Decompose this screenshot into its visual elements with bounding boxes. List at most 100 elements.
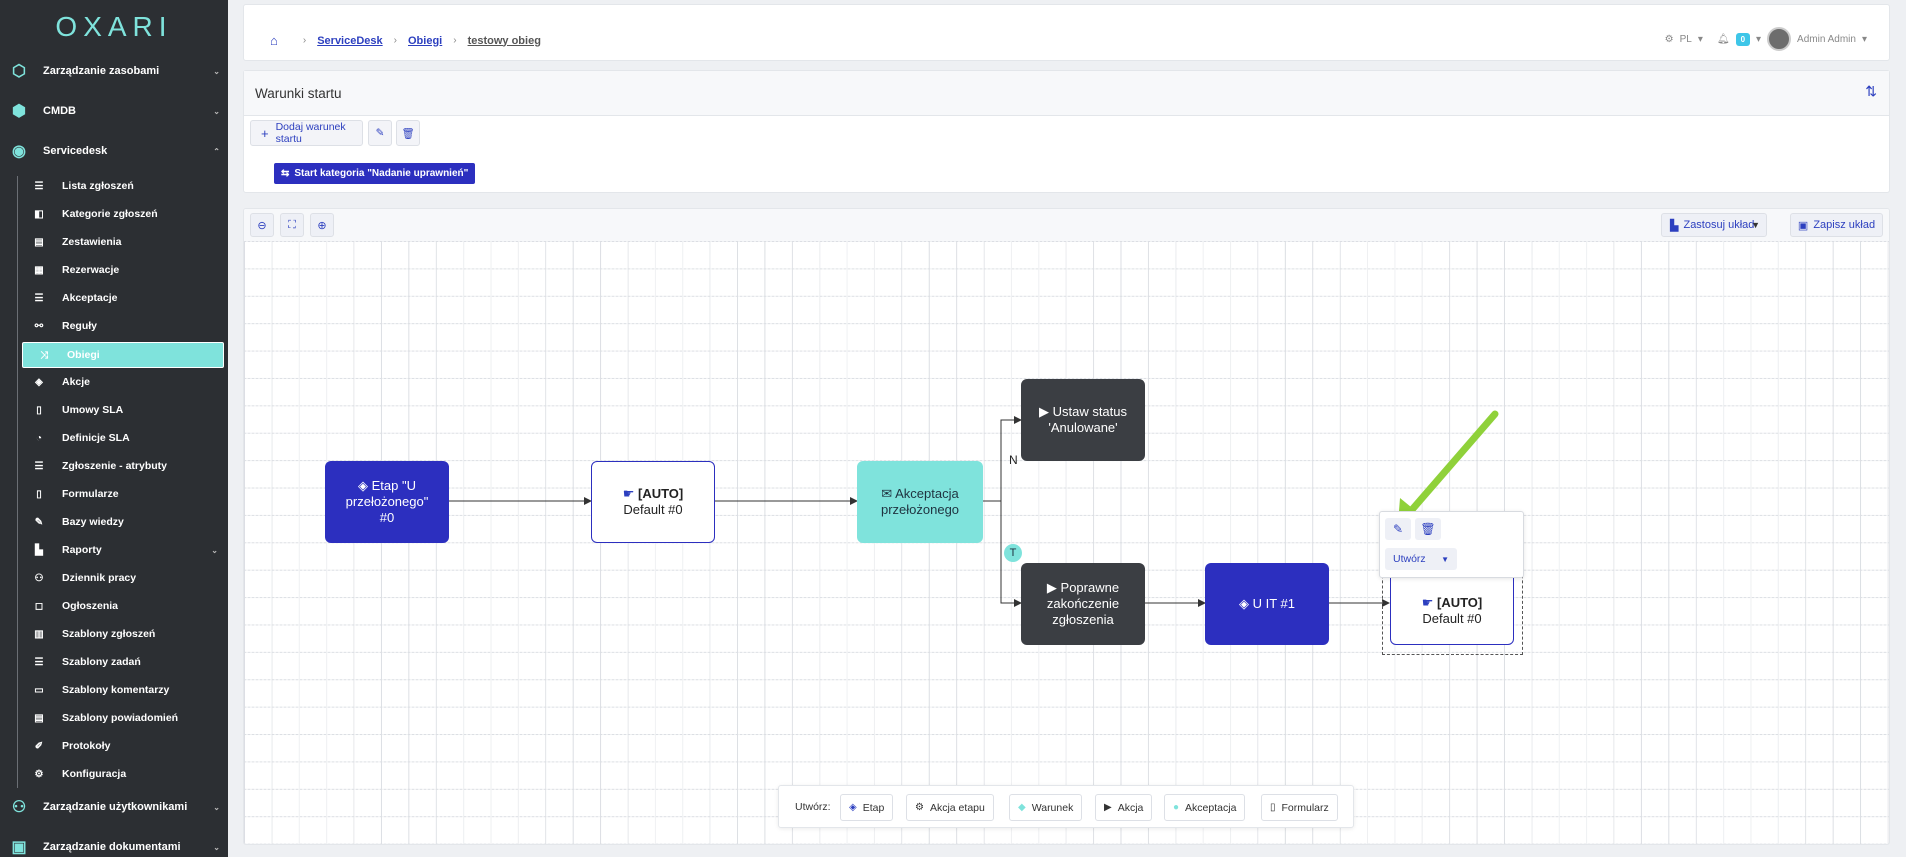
node-label: Ustaw status xyxy=(1052,403,1128,419)
sidebar-item-szablony-zadan[interactable]: ☰Szablony zadań xyxy=(22,650,224,674)
sidebar-item-umowy-sla[interactable]: ▯Umowy SLA xyxy=(22,398,224,422)
create-form-button[interactable]: ▯Formularz xyxy=(1261,794,1338,821)
sidebar-item-lista-zgloszen[interactable]: ☰Lista zgłoszeń xyxy=(22,174,224,198)
sidebar-item-szablony-powiadomien[interactable]: ▤Szablony powiadomień xyxy=(22,706,224,730)
sidebar-item-kategorie[interactable]: ◧Kategorie zgłoszeń xyxy=(22,202,224,226)
node-stage-przelozonego[interactable]: ◈ Etap "U przełożonego" #0 xyxy=(325,461,449,543)
document-icon: ▯ xyxy=(1270,802,1276,813)
button-label: Akcja etapu xyxy=(929,801,985,814)
templates-icon: ▥ xyxy=(34,628,44,640)
delete-condition-button[interactable]: 🗑︎ xyxy=(396,120,420,146)
create-stage-button[interactable]: ◈Etap xyxy=(840,794,894,821)
breadcrumb: ⌂ › ServiceDesk › Obiegi › testowy obieg xyxy=(270,33,541,48)
sidebar-item-reguly[interactable]: ⚯Reguły xyxy=(22,314,224,338)
stopwatch-icon: ◔ xyxy=(35,432,43,444)
chevron-down-icon[interactable]: ▾ xyxy=(1697,33,1703,45)
language-select[interactable]: PL xyxy=(1679,33,1692,45)
sidebar-item-dziennik[interactable]: ⚇Dziennik pracy xyxy=(22,566,224,590)
trash-icon: 🗑︎ xyxy=(401,127,415,140)
create-stage-action-button[interactable]: ⚙Akcja etapu xyxy=(906,794,994,821)
button-label: Zapisz układ xyxy=(1813,219,1876,231)
canvas-grid[interactable] xyxy=(244,241,1889,844)
sidebar-item-obiegi[interactable]: ⤨Obiegi xyxy=(22,342,224,368)
fit-screen-button[interactable]: ⛶ xyxy=(280,213,304,237)
chevron-down-icon[interactable]: ▾ xyxy=(1756,33,1762,45)
node-action-poprawne-zakonczenie[interactable]: ▶ Poprawne zakończenie zgłoszenia xyxy=(1021,563,1145,645)
sidebar-item-akcje[interactable]: ◈Akcje xyxy=(22,370,224,394)
sidebar-item-definicje-sla[interactable]: ◔Definicje SLA xyxy=(22,426,224,450)
sidebar-section-label: Servicedesk xyxy=(43,145,108,157)
plus-icon: + xyxy=(261,125,269,141)
sidebar-item-szablony-komentarzy[interactable]: ▭Szablony komentarzy xyxy=(22,678,224,702)
create-acceptance-button[interactable]: ●Akceptacja xyxy=(1164,794,1246,821)
create-action-button[interactable]: ▶Akcja xyxy=(1095,794,1153,821)
sidebar-section-servicedesk[interactable]: ◉ Servicedesk ⌃ xyxy=(0,137,228,165)
create-condition-button[interactable]: ◆Warunek xyxy=(1009,794,1083,821)
node-label: przełożonego xyxy=(880,502,960,517)
notification-count[interactable]: 0 xyxy=(1735,32,1751,46)
sidebar-item-label: Akceptacje xyxy=(62,292,118,304)
sidebar-item-protokoly[interactable]: ✐Protokoły xyxy=(22,734,224,758)
sidebar-item-konfiguracja[interactable]: ⚙Konfiguracja xyxy=(22,762,224,786)
bell-icon[interactable]: 🔔︎ xyxy=(1716,33,1730,45)
layers-icon: ◈ xyxy=(358,477,368,493)
sidebar-item-label: Akcje xyxy=(62,376,91,388)
breadcrumb-obiegi[interactable]: Obiegi xyxy=(408,34,443,47)
user-name[interactable]: Admin Admin xyxy=(1797,33,1856,45)
zoom-out-button[interactable]: ⊖ xyxy=(250,213,274,237)
zoom-in-icon: ⊕ xyxy=(317,219,327,232)
sidebar-item-bazy-wiedzy[interactable]: ✎Bazy wiedzy xyxy=(22,510,224,534)
comment-icon: ● xyxy=(1173,802,1180,813)
sidebar-item-label: Szablony zgłoszeń xyxy=(62,628,156,640)
sidebar-item-label: Konfiguracja xyxy=(62,768,127,780)
form-icon: ▯ xyxy=(36,488,42,500)
add-start-condition-button[interactable]: + Dodaj warunek startu xyxy=(250,120,363,146)
edit-node-button[interactable]: ✎ xyxy=(1385,518,1411,540)
chevron-down-icon[interactable]: ▾ xyxy=(1861,33,1867,45)
avatar[interactable] xyxy=(1767,27,1792,51)
start-condition-chip[interactable]: ⇆ Start kategoria "Nadanie uprawnień" xyxy=(274,163,476,184)
zoom-in-button[interactable]: ⊕ xyxy=(310,213,334,237)
sidebar-section-cmdb[interactable]: ⬢ CMDB ⌄ xyxy=(0,97,228,125)
knowledge-icon: ✎ xyxy=(34,516,44,528)
sidebar-item-akceptacje[interactable]: ☰Akceptacje xyxy=(22,286,224,310)
edge-accept-to-finish[interactable] xyxy=(1000,501,1022,607)
node-auto-default-0[interactable]: ☛ [AUTO] Default #0 xyxy=(591,461,715,543)
delete-node-button[interactable]: 🗑︎ xyxy=(1415,518,1441,540)
attributes-icon: ☰ xyxy=(34,460,44,472)
create-toolbar-label: Utwórz: xyxy=(795,801,831,813)
sidebar-section-label: CMDB xyxy=(43,105,76,117)
sidebar-item-zestawienia[interactable]: ▤Zestawienia xyxy=(22,230,224,254)
sidebar-item-ogloszenia[interactable]: ◻Ogłoszenia xyxy=(22,594,224,618)
app-logo[interactable]: OXARI xyxy=(55,11,173,42)
refresh-icon[interactable]: ⇅ xyxy=(1865,83,1877,99)
breadcrumb-servicedesk[interactable]: ServiceDesk xyxy=(317,34,383,47)
save-layout-button[interactable]: ▣ Zapisz układ xyxy=(1790,213,1883,237)
sidebar-item-raporty[interactable]: ▙Raporty⌄ xyxy=(22,538,224,562)
sidebar-item-label: Ogłoszenia xyxy=(62,600,119,612)
apply-layout-button[interactable]: ▙ Zastosuj układ ▼ xyxy=(1661,213,1767,237)
sidebar-section-documents[interactable]: ▣ Zarządzanie dokumentami ⌄ xyxy=(0,833,228,857)
gear-icon[interactable]: ⚙ xyxy=(1664,33,1674,45)
sidebar-item-atrybuty[interactable]: ☰Zgłoszenie - atrybuty xyxy=(22,454,224,478)
node-tag: [AUTO] xyxy=(1437,594,1483,610)
sidebar-section-assets[interactable]: ⬡ Zarządzanie zasobami ⌄ xyxy=(0,57,228,85)
sidebar: OXARI ⬡ Zarządzanie zasobami ⌄ ⬢ CMDB ⌄ … xyxy=(0,0,228,857)
node-action-anulowane[interactable]: ▶ Ustaw status 'Anulowane' xyxy=(1021,379,1145,461)
sidebar-item-label: Zestawienia xyxy=(62,236,122,248)
hand-pointer-icon: ☛ xyxy=(1421,594,1434,610)
play-icon: ▶ xyxy=(1104,802,1112,813)
node-stage-uit[interactable]: ◈ U IT #1 xyxy=(1205,563,1329,645)
sidebar-item-formularze[interactable]: ▯Formularze xyxy=(22,482,224,506)
sidebar-section-label: Zarządzanie zasobami xyxy=(43,65,160,77)
node-accept-przelozonego[interactable]: ✉ Akceptacja przełożonego xyxy=(857,461,983,543)
edit-condition-button[interactable]: ✎ xyxy=(368,120,392,146)
create-dropdown[interactable]: Utwórz ▼ xyxy=(1385,548,1457,570)
play-icon: ▶ xyxy=(1046,579,1057,595)
sidebar-item-rezerwacje[interactable]: ▦Rezerwacje xyxy=(22,258,224,282)
home-icon[interactable]: ⌂ xyxy=(270,33,278,48)
sidebar-section-users[interactable]: ⚇ Zarządzanie użytkownikami ⌄ xyxy=(0,793,228,821)
sidebar-item-szablony-zgloszen[interactable]: ▥ Szablony zgłoszeń xyxy=(22,622,224,646)
layers-icon: ◈ xyxy=(1238,595,1249,611)
edge-accept-to-cancel[interactable] xyxy=(1000,416,1022,501)
